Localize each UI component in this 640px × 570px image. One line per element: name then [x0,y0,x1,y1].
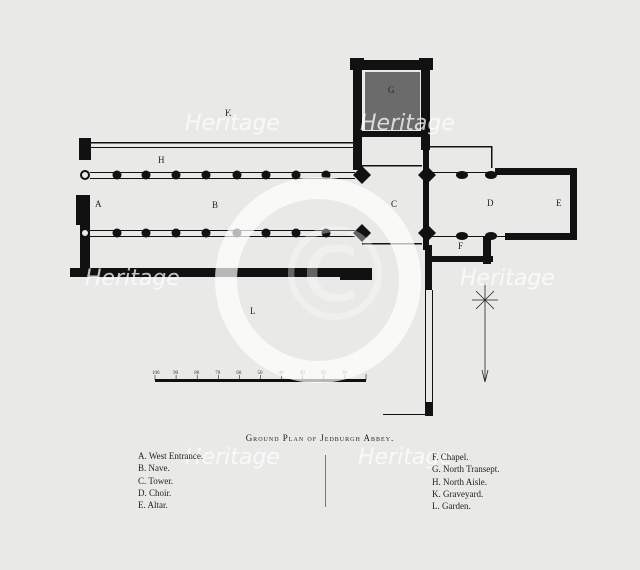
nave-pier [171,170,181,180]
nave-pier [141,228,151,238]
label-e: E [556,198,562,208]
plan-letters: A B C D E F G H K L [95,85,562,316]
west-pier [80,228,90,238]
legend-item: A. West Entrance. [138,451,204,461]
watermark-text: Heritage [460,266,555,291]
nave-pier [321,228,331,238]
legend-item: H. North Aisle. [432,476,487,487]
nave-pier [291,170,301,180]
label-f: F [458,241,463,251]
scale-tick-label: 50 [258,371,264,376]
legend-item: K. Graveyard. [432,488,484,499]
nave-pier [261,170,271,180]
nave-pier [141,170,151,180]
scale-tick-label: 70 [215,371,221,376]
watermark-symbol: © [270,199,400,351]
legend-right: F. Chapel. G. North Transept. H. North A… [432,451,500,512]
watermark-text: Heritage [185,445,280,470]
watermark: © Heritage Heritage Heritage Heritage He… [85,111,555,470]
label-c: C [391,199,397,209]
label-h: H [158,155,165,165]
nave-pier [112,228,122,238]
watermark-text: Heritage [185,111,280,136]
choir-pier [485,232,497,240]
crossing-pier [353,224,371,242]
crossing-pier [418,166,436,184]
nave-pier [201,170,211,180]
label-d: D [487,198,494,208]
choir-pier [456,171,468,179]
crossing-pier [418,224,436,242]
legend-item: C. Tower. [138,475,173,486]
north-transept-fill [365,72,420,130]
legend-item: L. Garden. [432,501,471,512]
scale-tick-label: 60 [236,371,242,376]
legend-divider [325,455,326,507]
nave-piers [80,166,497,242]
legend-item: G. North Transept. [432,464,500,475]
label-a: A [95,199,102,209]
scale-tick-label: 80 [194,371,200,376]
nave-pier [232,170,242,180]
watermark-text: Heritage [360,111,455,136]
label-k: K [225,108,232,118]
watermark-text: Heritage [358,445,453,470]
legend-item: D. Choir. [138,487,172,498]
plan-title: Ground Plan of Jedburgh Abbey. [245,433,395,443]
scale-tick-label: 100 [152,371,160,376]
compass-rose [472,283,498,383]
nave-pier [201,228,211,238]
nave-pier [291,228,301,238]
choir-pier [485,171,497,179]
legend-item: F. Chapel. [432,452,469,462]
label-l: L [250,306,256,316]
scale-tick-label: 90 [173,371,179,376]
nave-pier [261,228,271,238]
legend-item: E. Altar. [138,500,168,511]
label-g: G [388,85,395,95]
west-pier [80,170,90,180]
legend-item: B. Nave. [138,463,170,474]
watermark-text: Heritage [85,266,180,291]
nave-pier [112,170,122,180]
crossing-pier [353,166,371,184]
legend-left: A. West Entrance. B. Nave. C. Tower. D. … [138,450,203,511]
choir-pier [456,232,468,240]
nave-pier [171,228,181,238]
label-b: B [212,200,218,210]
